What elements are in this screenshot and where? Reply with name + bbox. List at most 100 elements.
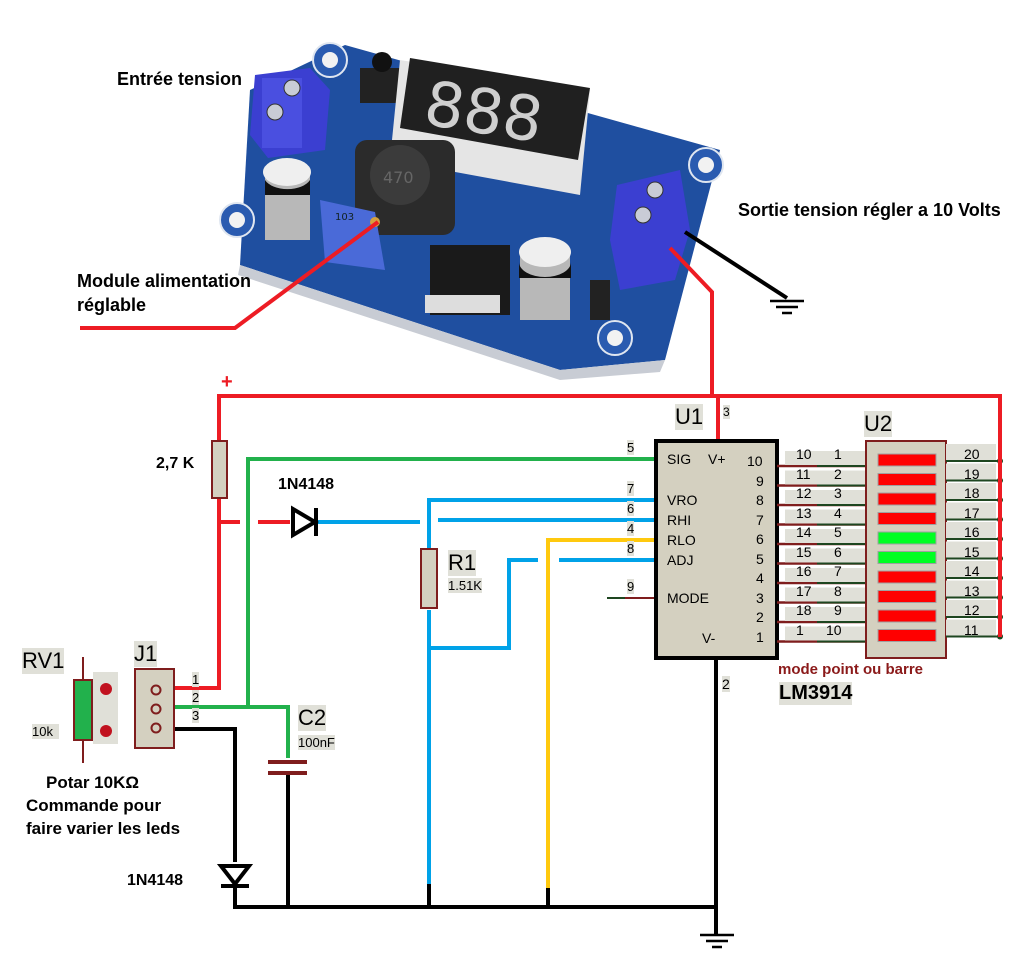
diode-bottom-label: 1N4148 — [127, 872, 184, 889]
pin-label-bg — [946, 600, 996, 618]
capacitor-icon — [519, 237, 571, 320]
u1-pin-number: 4 — [627, 521, 635, 536]
pot-note-line1: Potar 10KΩ — [46, 773, 139, 792]
led-segment-red — [877, 570, 937, 584]
u1-pin-number: 8 — [627, 541, 635, 556]
u1-pin-number: 5 — [627, 440, 635, 455]
pin-label-bg — [785, 607, 865, 621]
module-label-line1: Module alimentation — [77, 271, 252, 291]
u1-part: LM3914 — [779, 682, 853, 705]
u1-pin-name: MODE — [667, 590, 709, 606]
led-segment-green — [877, 551, 937, 564]
power-module-board: 888 470 103 — [219, 42, 724, 380]
u2-left-pin-b: 10 — [826, 621, 842, 638]
u1-pin-name: VRO — [667, 492, 698, 508]
j1-pin-number: 3 — [192, 708, 200, 723]
u1-output-number: 10 — [747, 453, 763, 469]
led-segment-red — [877, 453, 937, 467]
chip-u1-body — [654, 439, 779, 660]
c2-value: 100nF — [298, 735, 335, 750]
wire-gnd-bus — [233, 888, 716, 909]
pin-label-bg — [785, 626, 865, 641]
led-segment-red — [877, 512, 937, 525]
u2-left-pin-b: 5 — [834, 524, 842, 540]
pin-label-bg — [946, 444, 996, 462]
output-voltage-label: Sortie tension régler a 10 Volts — [738, 200, 1001, 220]
u2-left-pin-a: 10 — [796, 446, 812, 462]
module-label-line2: réglable — [77, 295, 147, 315]
led-segment-red — [877, 590, 937, 603]
led-segment-red — [877, 492, 937, 506]
pin-label-bg — [785, 529, 865, 543]
j1-ref: J1 — [134, 641, 158, 667]
pin-label-bg — [946, 463, 996, 482]
connector-j1-icon — [134, 668, 175, 749]
mounting-hole-icon — [219, 202, 255, 238]
input-voltage-label: Entrée tension — [117, 69, 243, 89]
u2-left-pin-b: 9 — [834, 602, 842, 618]
pin-label-bg — [785, 568, 865, 582]
pin-label-bg — [946, 522, 996, 540]
u2-left-pin-a: 1 — [796, 621, 804, 638]
u2-left-pin-b: 2 — [834, 465, 842, 482]
u2-left-pin-b: 1 — [834, 446, 842, 462]
u1-pin-name: SIG — [667, 451, 692, 467]
trimmer-marking: 103 — [335, 212, 354, 223]
plus-sign: + — [221, 371, 233, 393]
diode-bottom-icon — [216, 864, 254, 888]
u1-output-number: 9 — [756, 472, 764, 489]
wire-r-top-to-j1 — [162, 498, 221, 690]
wire-j1-pin3 — [162, 727, 237, 862]
u2-right-pin: 20 — [964, 446, 980, 462]
diode-top-icon — [291, 505, 319, 539]
wire-c2-green — [248, 705, 290, 758]
u1-pin-number: 9 — [627, 579, 635, 594]
u2-left-pin-b: 8 — [834, 582, 842, 599]
u2-left-pin-a: 18 — [796, 602, 812, 618]
mounting-hole-icon — [597, 320, 633, 356]
pin-label-bg — [785, 490, 865, 504]
u1-output-number: 7 — [756, 511, 764, 528]
u1-pin-name: RHI — [667, 512, 692, 528]
c2-ref: C2 — [298, 705, 327, 731]
u2-left-pin-a: 14 — [796, 524, 812, 540]
led-segment-red — [877, 609, 937, 623]
u1-output-number: 8 — [756, 492, 764, 508]
wire-output-gnd — [683, 230, 789, 300]
u1-vplus-pin: 3 — [723, 405, 730, 419]
u2-right-pin: 14 — [964, 563, 980, 579]
u2-left-pin-a: 15 — [796, 543, 812, 560]
wires — [80, 220, 1002, 935]
u2-left-pin-b: 3 — [834, 485, 842, 501]
pin-label-bg — [946, 541, 996, 560]
bargraph-u2 — [865, 396, 1003, 659]
wire-sig — [162, 457, 655, 709]
u1-output-number: 4 — [756, 570, 764, 586]
pot-note-line2: Commande pour — [26, 796, 162, 815]
inductor-marking: 470 — [383, 168, 414, 187]
u1-vplus-label: V+ — [708, 451, 726, 467]
u2-left-pin-b: 7 — [834, 563, 842, 579]
u2-right-pin: 11 — [964, 621, 979, 638]
potentiometer-rv1-icon — [73, 657, 118, 763]
pin-label-bg — [785, 587, 865, 602]
pin-label-bg — [946, 580, 996, 599]
u1-output-number: 2 — [756, 609, 764, 625]
resistor-2k7-icon — [211, 440, 228, 499]
u2-right-pin: 13 — [964, 582, 980, 599]
u2-right-pin: 15 — [964, 543, 980, 560]
pin-label-bg — [785, 470, 865, 485]
u1-pin-name: ADJ — [667, 552, 694, 568]
u1-ref: U1 — [675, 404, 704, 430]
u1-vminus-pin: 2 — [722, 676, 730, 692]
u2-right-pin: 19 — [964, 465, 980, 482]
smd-diode-icon — [590, 280, 610, 320]
pot-note-line3: faire varier les leds — [26, 819, 181, 838]
wire-rlo — [546, 538, 655, 888]
wire-module-pointer — [80, 220, 380, 330]
u1-output-number: 5 — [756, 550, 764, 567]
rv1-value: 10k — [32, 724, 59, 739]
u1-vminus-label: V- — [702, 630, 716, 646]
u1-pin-number: 6 — [627, 501, 635, 516]
